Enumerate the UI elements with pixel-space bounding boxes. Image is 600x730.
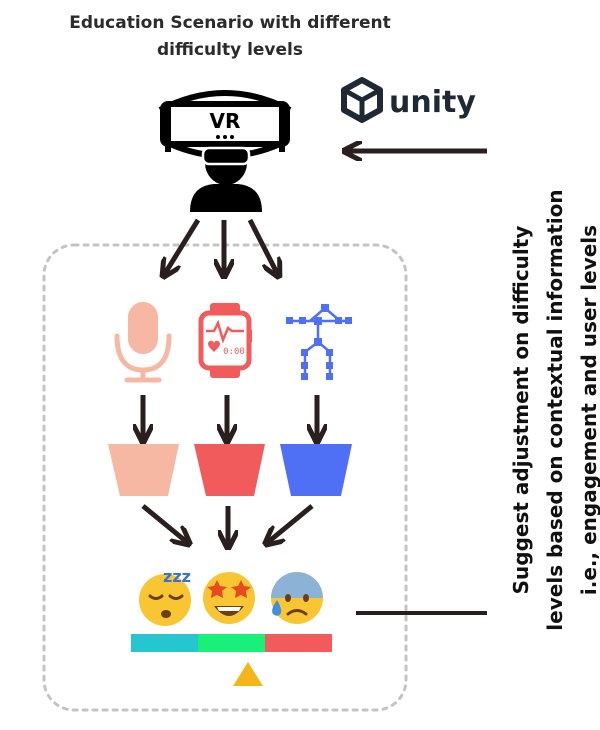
skeleton-pose-icon — [286, 304, 352, 380]
feedback-line-1: Suggest adjustment on difficulty — [509, 225, 533, 595]
diagram-title: Education Scenario with different diffic… — [10, 10, 450, 64]
title-line-1: Education Scenario with different — [69, 13, 391, 33]
feedback-line-2: levels based on contextual information — [543, 189, 567, 631]
arrow-pose-to-state — [267, 504, 314, 543]
unity-logo-icon — [341, 77, 383, 123]
pose-model-block — [280, 444, 352, 496]
star-struck-face-icon — [203, 572, 255, 624]
sleepy-zzz: zzz — [163, 567, 191, 586]
scale-segment-optimal — [198, 634, 265, 652]
smartwatch-icon: 0:00 — [198, 303, 252, 378]
smartwatch-display: 0:00 — [223, 347, 245, 357]
feedback-line-3: i.e., engagement and user levels — [577, 224, 600, 596]
arrow-to-microphone — [164, 218, 201, 275]
feedback-description: Suggest adjustment on difficulty levels … — [504, 90, 600, 730]
arrow-audio-to-state — [141, 504, 188, 543]
title-line-2: difficulty levels — [156, 40, 303, 60]
engagement-scale — [131, 634, 332, 686]
vr-label: VR — [210, 109, 241, 133]
scale-segment-high — [265, 634, 332, 652]
microphone-icon — [114, 302, 172, 383]
arrow-to-skeleton — [247, 218, 278, 275]
watch-model-block — [194, 444, 265, 496]
unity-logo: unity — [341, 77, 476, 123]
audio-model-block — [108, 444, 179, 496]
sensor-to-model-arrows — [143, 395, 317, 440]
scale-pointer-icon — [233, 662, 263, 686]
scale-segment-low — [131, 634, 198, 652]
anxious-sweat-face-icon — [271, 572, 323, 624]
vr-user-icon: VR — [158, 90, 292, 212]
unity-logo-text: unity — [389, 85, 476, 120]
sleepy-face-icon: zzz — [139, 567, 191, 626]
user-to-sensor-arrows — [164, 218, 278, 275]
model-to-state-arrows — [141, 504, 314, 546]
